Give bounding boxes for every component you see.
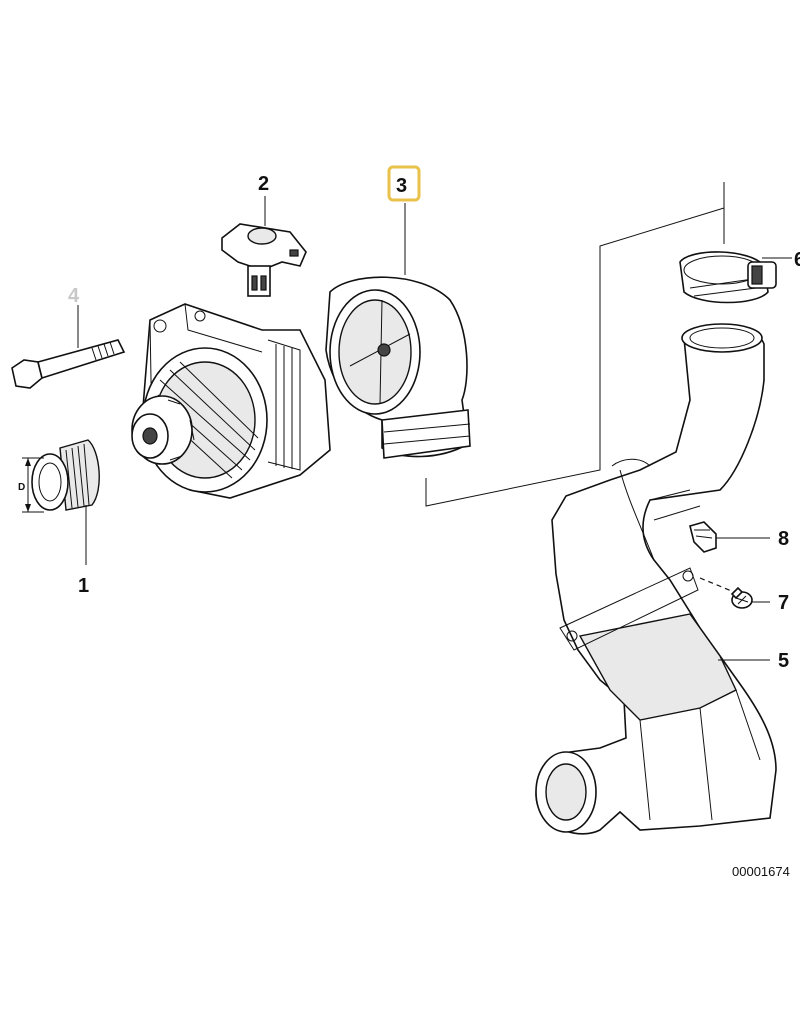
assembly-bracket-line xyxy=(425,182,725,507)
dimension-label: D xyxy=(18,482,25,493)
bolt-part-4[interactable] xyxy=(11,339,126,389)
pulley-sleeve-part-1[interactable] xyxy=(31,439,100,511)
callout-3[interactable]: 3 xyxy=(396,175,407,197)
callout-6[interactable]: 6 xyxy=(794,249,800,271)
callout-8[interactable]: 8 xyxy=(778,528,789,550)
dimension-d-marker: D xyxy=(18,457,44,513)
cooling-fins xyxy=(267,339,301,471)
callout-7[interactable]: 7 xyxy=(778,592,789,614)
air-duct-part-3[interactable] xyxy=(325,276,471,459)
callout-5[interactable]: 5 xyxy=(778,650,789,672)
drawing-number: 00001674 xyxy=(732,864,790,879)
screw-part-7[interactable] xyxy=(730,586,753,609)
clip-part-8[interactable] xyxy=(689,521,717,553)
intake-duct-part-5[interactable] xyxy=(535,323,777,835)
callout-1[interactable]: 1 xyxy=(78,575,89,597)
callout-3-highlight-box xyxy=(387,165,421,202)
callout-2[interactable]: 2 xyxy=(258,173,269,195)
regulator-part-2[interactable] xyxy=(221,223,307,297)
alternator xyxy=(131,303,331,499)
hose-clamp-part-6[interactable] xyxy=(679,251,777,304)
screw-dash-line xyxy=(699,577,735,593)
callout-4[interactable]: 4 xyxy=(68,285,80,307)
